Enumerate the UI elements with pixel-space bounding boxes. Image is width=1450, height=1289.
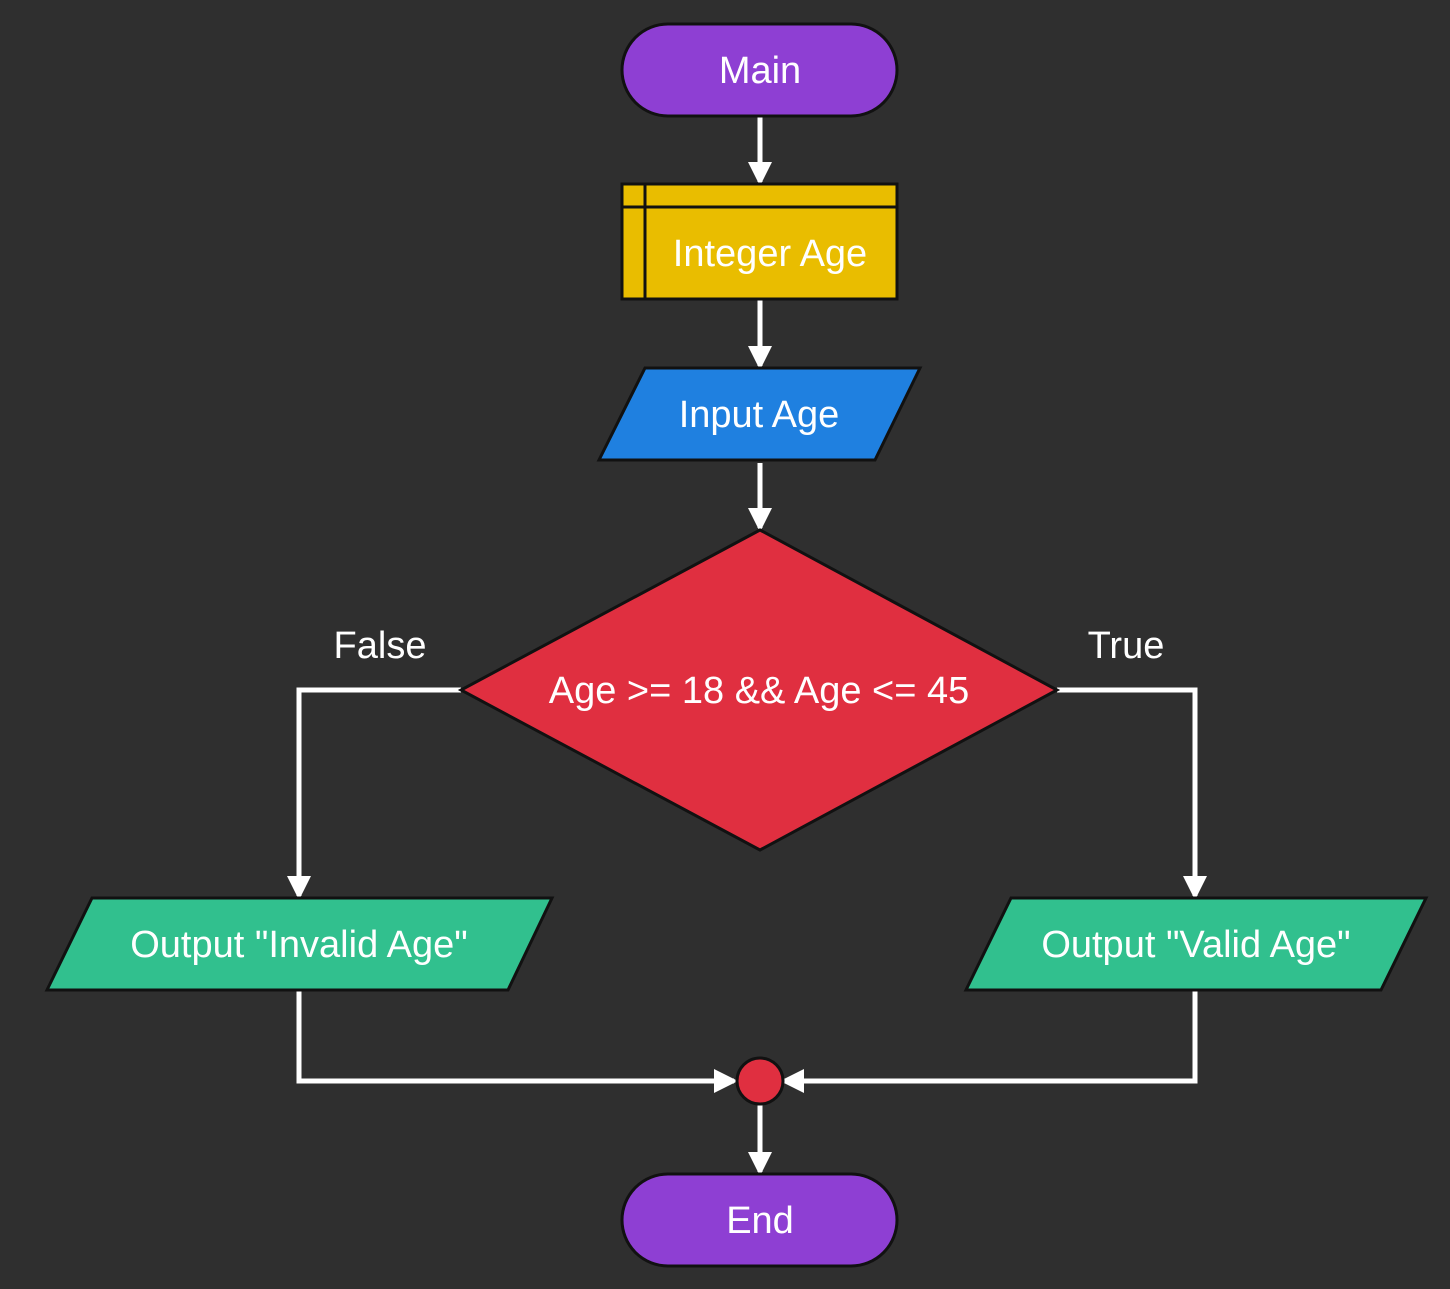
input-node-label: Input Age (679, 394, 840, 436)
edge-decision-true (1057, 687, 1207, 900)
output-valid-node-shape (963, 896, 1429, 992)
output-valid-node-label: Output "Valid Age" (1041, 924, 1350, 966)
end-node-label: End (726, 1200, 794, 1242)
true-branch-label: True (1088, 625, 1165, 667)
decision-node: Age >= 18 && Age <= 45 (457, 528, 1061, 852)
output-invalid-node: Output "Invalid Age" (44, 896, 555, 992)
output-invalid-node-label: Output "Invalid Age" (130, 924, 468, 966)
decision-node-label: Age >= 18 && Age <= 45 (549, 670, 969, 712)
output-valid-node: Output "Valid Age" (963, 896, 1429, 992)
input-node: Input Age (596, 366, 923, 462)
false-branch-label: False (334, 625, 427, 667)
edge-invalid-to-merge (296, 990, 738, 1093)
decision-node-shape (457, 528, 1061, 852)
input-node-shape (596, 366, 923, 462)
start-node: Main (620, 22, 899, 118)
merge-junction (735, 1056, 785, 1106)
start-node-label: Main (719, 50, 801, 92)
end-node-shape (620, 1172, 899, 1268)
start-node-shape (620, 22, 899, 118)
end-node: End (620, 1172, 899, 1268)
declare-node-label: Integer Age (673, 233, 867, 275)
edge-decision-false (287, 687, 461, 900)
declare-node-shape (620, 182, 899, 301)
output-invalid-node-shape (44, 896, 555, 992)
declare-node: Integer Age (620, 182, 899, 301)
edge-valid-to-merge (780, 990, 1198, 1093)
